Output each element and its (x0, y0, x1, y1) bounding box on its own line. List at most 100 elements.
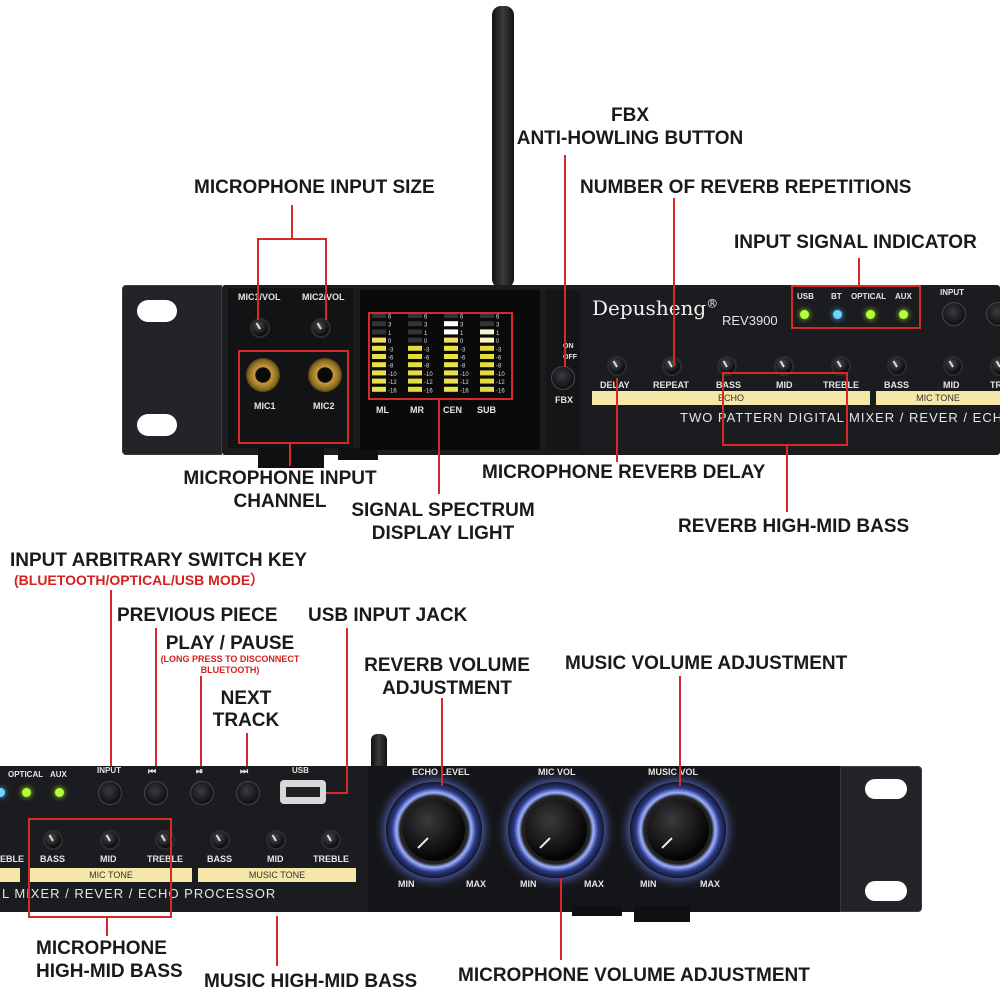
input-label: INPUT (940, 288, 964, 297)
db-scale-label: 1 (496, 331, 500, 337)
tagline-bottom: L MIXER / REVER / ECHO PROCESSOR (2, 886, 277, 901)
spectrum-segment (480, 313, 494, 318)
db-scale-label: -10 (424, 372, 433, 378)
db-scale-label: -12 (496, 380, 505, 386)
spectrum-segment (408, 345, 422, 351)
mic-mid-knob-top[interactable] (943, 356, 963, 376)
reverb-volume-pointer (441, 698, 443, 786)
mid2-label-bottom: MID (267, 854, 284, 864)
spectrum-segment (408, 337, 422, 343)
input-switch-annotation: INPUT ARBITRARY SWITCH KEY (10, 550, 307, 571)
db-scale-label: -6 (460, 356, 466, 362)
mic-treble-knob-top[interactable] (990, 356, 1000, 376)
spectrum-segment (372, 321, 386, 327)
left-strip-stub (0, 868, 20, 882)
antenna (492, 6, 514, 288)
music-volume-knob-cap (647, 799, 709, 861)
input-switch-button[interactable] (98, 781, 122, 805)
music-treble-knob[interactable] (321, 830, 341, 850)
spectrum-segment (444, 313, 458, 318)
spectrum-segment (372, 378, 386, 384)
mic-bass-knob[interactable] (43, 830, 63, 850)
repeat-label: REPEAT (653, 380, 689, 390)
mic-vol-label: MIC VOL (538, 767, 576, 777)
spectrum-segment (444, 337, 458, 343)
repeat-knob[interactable] (662, 356, 682, 376)
fbx-annotation-line1: FBX (611, 105, 649, 126)
spectrum-segment (408, 321, 422, 327)
delay-label: DELAY (600, 380, 630, 390)
bass-label-bottom: BASS (40, 854, 66, 864)
usb-indicator (800, 310, 809, 319)
play-pause-annotation: PLAY / PAUSE (150, 634, 310, 653)
mic-bass-knob-top[interactable] (887, 356, 907, 376)
mic2-label: MIC2 (313, 401, 335, 411)
usb-pointer-v (346, 628, 348, 794)
spectrum-segment (408, 386, 422, 392)
mic2-jack[interactable] (308, 358, 342, 392)
play-pause-pointer (200, 676, 202, 766)
channel-sub: SUB (477, 405, 497, 415)
previous-button[interactable] (144, 781, 168, 805)
channel-ml: ML (376, 405, 389, 415)
tagline-top: TWO PATTERN DIGITAL MIXER / REVER / ECHO (680, 410, 1000, 425)
music-bass-knob[interactable] (210, 830, 230, 850)
usb-port[interactable] (280, 780, 326, 804)
spectrum-segment (444, 354, 458, 359)
spectrum-line1: SIGNAL SPECTRUM (351, 500, 535, 521)
db-scale-label: 3 (496, 323, 500, 329)
db-scale-label: -16 (460, 388, 469, 394)
input-button-top[interactable] (942, 302, 966, 326)
db-scale-label: 3 (460, 323, 464, 329)
mic1-volume-knob[interactable] (250, 318, 270, 338)
usb-jack-annotation: USB INPUT JACK (308, 605, 468, 626)
fbx-label: FBX (555, 395, 573, 405)
fbx-button[interactable] (551, 366, 575, 390)
foot-2 (338, 448, 378, 460)
echo-bass-knob[interactable] (717, 356, 737, 376)
reverb-repetitions-annotation: NUMBER OF REVERB REPETITIONS (580, 177, 912, 198)
music-volume-annotation: MUSIC VOLUME ADJUSTMENT (565, 653, 848, 674)
spectrum-segment (444, 329, 458, 335)
tr2-label-top: TR (990, 380, 1000, 390)
fbx-pointer (564, 155, 566, 367)
db-scale-label: -8 (424, 364, 430, 370)
channel-cen: CEN (443, 405, 463, 415)
music-mid-knob[interactable] (266, 830, 286, 850)
previous-piece-annotation: PREVIOUS PIECE (117, 605, 278, 626)
play-pause-button[interactable] (190, 781, 214, 805)
bass-label-top: BASS (716, 380, 742, 390)
music-volume-knob[interactable] (630, 782, 726, 878)
treble-label-top: TREBLE (823, 380, 859, 390)
rack-ear-left (122, 285, 222, 455)
fbx-annotation: FBX ANTI-HOWLING BUTTON (500, 106, 760, 148)
mic-tone-strip-top: MIC TONE (876, 391, 1000, 405)
db-scale-label: -16 (424, 388, 433, 394)
bottom-antenna (371, 734, 387, 770)
bt-indicator (833, 310, 842, 319)
usb-port-slot (286, 787, 320, 797)
echo-treble-knob[interactable] (831, 356, 851, 376)
db-scale-label: 6 (424, 315, 428, 321)
mid2-label-top: MID (943, 380, 960, 390)
brand-text: Depusheng (592, 296, 707, 320)
echo-mid-knob[interactable] (774, 356, 794, 376)
mic-volume-knob[interactable] (508, 782, 604, 878)
bt-indicator-bottom (0, 788, 5, 797)
signal-pointer (858, 258, 860, 285)
mic-mid-knob[interactable] (100, 830, 120, 850)
spectrum-bars: 6310-3-6-8-10-12-166310-3-6-8-10-12-1663… (372, 313, 505, 394)
treble2-label-bottom: TREBLE (313, 854, 349, 864)
mic2-volume-knob[interactable] (311, 318, 331, 338)
rack-ear-right (840, 766, 922, 912)
echo-level-knob[interactable] (386, 782, 482, 878)
delay-knob[interactable] (607, 356, 627, 376)
spectrum-segment (480, 378, 494, 384)
spectrum-segment (408, 313, 422, 318)
music-high-mid-bass-annotation: MUSIC HIGH-MID BASS (204, 971, 418, 992)
next-button[interactable] (236, 781, 260, 805)
mic-channel-pointer (289, 444, 291, 466)
mic1-jack[interactable] (246, 358, 280, 392)
spectrum-segment (480, 386, 494, 392)
optical-indicator (866, 310, 875, 319)
